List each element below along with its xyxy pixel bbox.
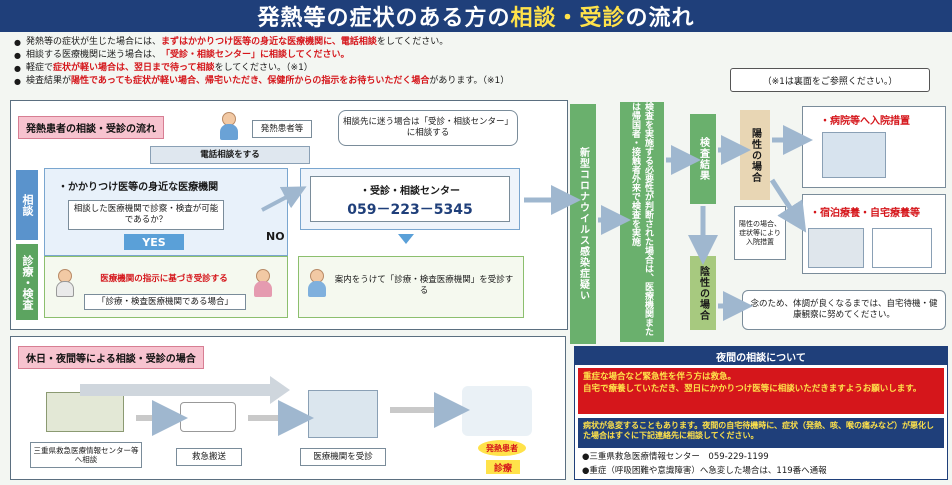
column-suspected: 新型コロナウイルス感染症疑い — [570, 104, 596, 344]
bullet-icon: ● — [14, 51, 21, 60]
holiday-step-4-badge: 発熱患者 — [478, 440, 526, 456]
holiday-step-4: 診療 — [486, 460, 520, 474]
intro-line-2-a: 相談する医療機関に迷う場合は、 — [26, 50, 162, 60]
patient-icon — [252, 266, 274, 300]
night-contact-1: ●三重県救急医療情報センター 059-229-1199 — [582, 452, 769, 462]
hospital-icon — [822, 132, 886, 178]
title-separator: ・ — [556, 6, 580, 31]
intro-line-3: ● 軽症で 症状が軽い場合は、翌日まで待って相談 をしてください。（※1） — [14, 62, 714, 75]
calendar-icon — [872, 228, 932, 268]
consult-center-inner: ・受診・相談センター 059－223－5345 — [310, 176, 510, 222]
intro-line-4-b: 陽性であっても症状が軽い場合、帰宅いただき、保健所からの指示をお待ちいただく場合 — [71, 76, 430, 86]
negative-note: 念のため、体調が良くなるまでは、自宅待機・健康観察に努めてください。 — [742, 290, 946, 330]
holiday-step-3: 医療機関を受診 — [300, 448, 386, 466]
consult-center-label: ・受診・相談センター — [360, 186, 460, 197]
hospital-label: ・病院等へ入院措置 — [820, 116, 910, 127]
night-contact-2: ●重症（呼吸困難や意識障害）へ急変した場合は、119番へ通報 — [582, 466, 827, 476]
night-red-line-2: 自宅で療養していただき、翌日にかかりつけ医等に相談いただきますようお願いします。 — [583, 384, 922, 394]
patient-body — [254, 281, 272, 297]
intro-line-2-b: 「受診・相談センター」に相談してください。 — [161, 50, 350, 60]
side-label-exam: 診療・検査 — [16, 244, 38, 320]
intro-line-3-a: 軽症で — [26, 63, 54, 73]
night-red-line-1: 重症な場合など緊急性を伴う方は救急。 — [583, 372, 737, 382]
consult-center-phone[interactable]: 059－223－5345 — [347, 202, 473, 218]
guided-box — [298, 256, 524, 318]
follow-instruction-text: 医療機関の指示に基づき受診する — [100, 273, 228, 284]
holiday-step-2: 救急搬送 — [176, 448, 242, 466]
intro-line-1-c: をしてください。 — [376, 37, 449, 47]
no-label: NO — [266, 230, 285, 243]
call-bar: 電話相談をする — [150, 146, 310, 164]
title-suffix: の流れ — [625, 6, 695, 31]
designated-note: 「診療・検査医療機関である場合」 — [84, 294, 246, 310]
night-heading: 夜間の相談について — [575, 347, 947, 365]
guided-text: 案内をうけて「診療・検査医療機関」を受診する — [334, 275, 514, 296]
intro-bullets: ● 発熱等の症状が生じた場合には、 まずはかかりつけ医等の身近な医療機関に、電話… — [14, 36, 714, 88]
intro-line-4-c: があります。（※1） — [429, 76, 510, 86]
unsure-note: 相談先に迷う場合は「受診・相談センター」に相談する — [338, 110, 518, 146]
holiday-step-1: 三重県救急医療情報センター等へ相談 — [30, 442, 142, 468]
family-doctor-label: ・かかりつけ医等の身近な医療機関 — [58, 182, 219, 193]
intro-line-4: ● 検査結果が 陽性であっても症状が軽い場合、帰宅いただき、保健所からの指示をお… — [14, 75, 714, 88]
title-highlight-visit: 受診 — [579, 6, 626, 31]
clinic-icon — [308, 390, 378, 438]
night-red-block: 重症な場合など緊急性を伴う方は救急。 自宅で療養していただき、翌日にかかりつけ医… — [578, 368, 944, 414]
house-icon — [46, 392, 124, 432]
hotel-icon — [808, 228, 864, 268]
column-testing: 検査を実施する必要性が判断された場合は、医療機関または帰国者・接触者外来で検査を… — [620, 102, 664, 342]
call-text: 電話相談をする — [200, 149, 260, 160]
guide-body — [308, 281, 326, 297]
arrow-down-icon — [398, 234, 414, 244]
title-highlight-consult: 相談 — [510, 6, 557, 31]
holiday-tab: 休日・夜間等による相談・受診の場合 — [18, 346, 204, 369]
intro-line-1-a: 発熱等の症状が生じた場合には、 — [26, 37, 162, 47]
doctor-patient-icon — [462, 386, 532, 436]
intro-line-1-b: まずはかかりつけ医等の身近な医療機関に、電話相談 — [161, 37, 377, 47]
intro-line-3-b: 症状が軽い場合は、翌日まで待って相談 — [53, 63, 215, 73]
doctor-body — [56, 281, 74, 297]
intro-line-1: ● 発熱等の症状が生じた場合には、 まずはかかりつけ医等の身近な医療機関に、電話… — [14, 36, 714, 49]
night-blue-block: 病状が急変することもあります。夜間の自宅待機時に、症状（発熱、咳、喉の痛みなど）… — [578, 418, 944, 448]
bullet-icon: ● — [14, 38, 21, 47]
page-title: 発熱等の症状のある方の相談・受診の流れ — [0, 0, 952, 32]
guide-person-icon — [306, 266, 328, 300]
patient-label: 発熱患者等 — [252, 120, 312, 138]
column-positive: 陽性の場合 — [740, 110, 770, 200]
nurse-body — [220, 124, 238, 140]
bullet-icon: ● — [14, 64, 21, 73]
intro-line-3-c: をしてください。（※1） — [214, 63, 313, 73]
question-box: 相談した医療機関で診察・検査が可能であるか？ — [68, 200, 224, 230]
side-label-consult: 相談 — [16, 170, 38, 240]
severity-note: 陽性の場合、症状等により入院措置 — [734, 206, 786, 260]
flow-tab: 発熱患者の相談・受診の流れ — [18, 116, 164, 139]
doctor-icon — [54, 266, 76, 300]
column-test-result: 検査結果 — [690, 114, 716, 204]
yes-label: YES — [124, 234, 184, 250]
ambulance-icon — [180, 402, 236, 432]
nurse-icon — [214, 108, 244, 144]
bullet-icon: ● — [14, 77, 21, 86]
title-prefix: 発熱等の症状のある方の — [257, 6, 511, 31]
intro-line-4-a: 検査結果が — [26, 76, 72, 86]
intro-line-2: ● 相談する医療機関に迷う場合は、 「受診・相談センター」に相談してください。 — [14, 49, 714, 62]
note-reference: （※1は裏面をご参照ください。） — [730, 68, 930, 92]
column-negative: 陰性の場合 — [690, 256, 716, 330]
hotel-label: ・宿泊療養・自宅療養等 — [810, 208, 920, 219]
